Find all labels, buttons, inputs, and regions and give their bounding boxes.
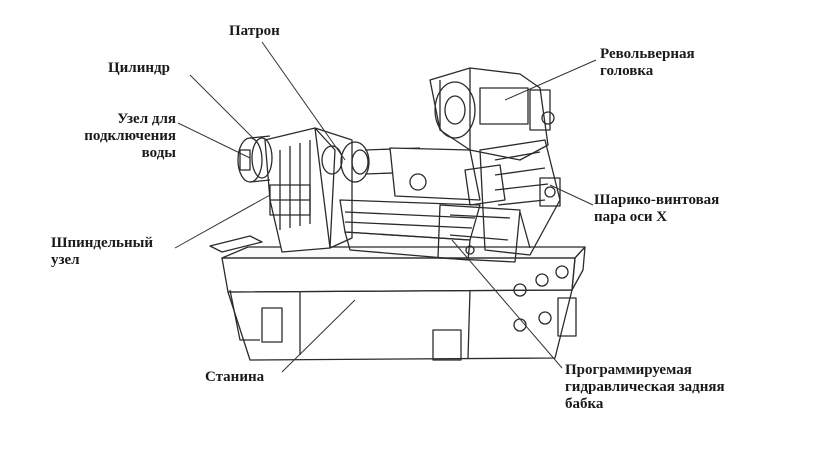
label-cylinder: Цилиндр	[108, 60, 170, 76]
label-spindle-unit: Шпиндельный узел	[51, 235, 153, 269]
spindle-housing	[264, 127, 353, 253]
label-chuck: Патрон	[229, 23, 280, 39]
turret-assembly	[429, 67, 555, 161]
label-spindle-unit-line: Шпиндельный	[51, 235, 153, 251]
leader-ballscrew	[549, 184, 594, 206]
label-water-unit-line: подключения	[84, 128, 176, 144]
label-ball-screw-line: Шарико-винтовая	[594, 192, 720, 208]
label-water-unit-line: Узел для	[117, 111, 176, 127]
leader-turret	[504, 59, 597, 101]
leader-cylinder	[189, 74, 256, 141]
leader-chuck	[261, 41, 346, 161]
label-tailstock-line: гидравлическая задняя	[565, 379, 725, 395]
cross-slide	[479, 139, 561, 256]
label-bed: Станина	[205, 369, 265, 385]
label-ball-screw: Шарико-винтовая пара оси X	[594, 192, 719, 226]
leader-spindle	[174, 194, 271, 249]
label-water-unit-line: воды	[141, 145, 176, 161]
label-water-unit: Узел для подключения воды	[58, 111, 176, 162]
leader-water	[177, 122, 251, 159]
label-tailstock-line: Программируемая	[565, 362, 692, 378]
leader-tailstock	[451, 239, 563, 369]
label-turret-line: Револьверная	[600, 46, 695, 62]
label-turret-line: головка	[600, 63, 654, 79]
label-turret: Револьверная головка	[600, 46, 695, 80]
tailstock-slide	[437, 204, 521, 263]
label-tailstock: Программируемая гидравлическая задняя ба…	[565, 362, 725, 413]
leader-bed	[281, 299, 356, 373]
label-ball-screw-line: пара оси X	[594, 209, 668, 225]
carriage-slides	[339, 147, 506, 261]
cylinder-assembly	[237, 135, 273, 183]
label-tailstock-line: бабка	[565, 396, 604, 412]
label-spindle-unit-line: узел	[51, 252, 80, 268]
